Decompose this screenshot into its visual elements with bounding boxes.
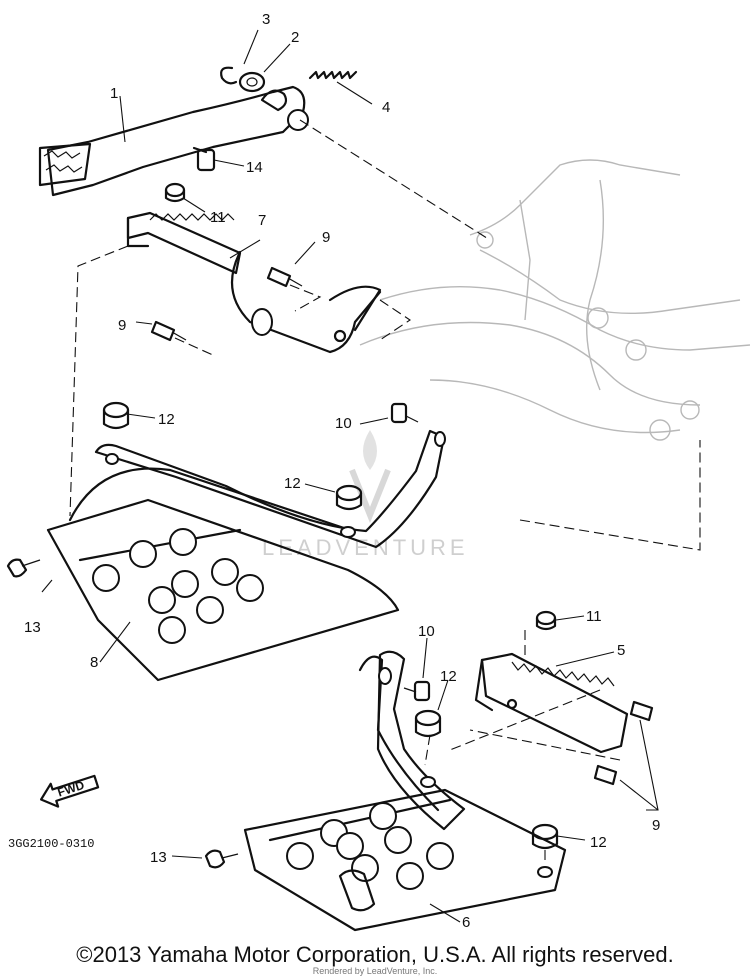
rubber-stopper-upper <box>164 182 186 203</box>
callout-leaders <box>41 29 659 923</box>
guard-bolt-left <box>6 558 41 578</box>
guard-bolt-upper <box>390 402 419 424</box>
callout-11-lower: 11 <box>586 608 602 625</box>
guard-bolt-lower <box>403 680 431 702</box>
footrest-bolts-lower <box>593 700 654 786</box>
callout-12-middle: 12 <box>284 475 301 492</box>
callout-9-upper: 9 <box>322 229 330 246</box>
right-footrest <box>126 211 382 354</box>
callout-6: 6 <box>462 914 470 931</box>
guard-bolt-lower-left <box>204 849 239 869</box>
rubber-stopper-lower <box>535 610 557 631</box>
diagram-code: 3GG2100-0310 <box>8 837 94 851</box>
left-foot-guard <box>243 650 567 932</box>
grommet-middle <box>335 484 363 511</box>
left-footrest <box>474 652 629 754</box>
rendered-by-notice: Rendered by LeadVenture, Inc. <box>312 966 438 976</box>
watermark-text: LEADVENTURE <box>262 535 469 560</box>
callout-12-bottom: 12 <box>590 834 607 851</box>
callout-7: 7 <box>258 212 266 229</box>
callout-9-middle: 9 <box>118 317 126 334</box>
callout-8: 8 <box>90 654 98 671</box>
frame-outline <box>359 159 750 441</box>
copyright-notice: ©2013 Yamaha Motor Corporation, U.S.A. A… <box>76 942 674 967</box>
callout-14: 14 <box>246 159 263 176</box>
callout-12-lower: 12 <box>440 668 457 685</box>
right-foot-guard <box>46 429 446 682</box>
callout-4: 4 <box>382 99 390 116</box>
callout-numbers: 3 2 4 1 14 11 7 9 9 12 10 12 13 8 11 5 1… <box>24 11 660 931</box>
callout-12-upper: 12 <box>158 411 175 428</box>
reference-lines <box>69 119 701 860</box>
callout-5: 5 <box>617 642 625 659</box>
callout-3: 3 <box>262 11 270 28</box>
forward-arrow: FWD <box>39 774 100 808</box>
callout-13-lower: 13 <box>150 849 167 866</box>
return-spring <box>308 70 358 80</box>
grommets-lower <box>414 709 559 850</box>
grommet-upper <box>102 401 130 430</box>
callout-10-lower: 10 <box>418 623 435 640</box>
callout-11-upper: 11 <box>210 209 226 226</box>
callout-1: 1 <box>110 85 118 102</box>
callout-13-upper: 13 <box>24 619 41 636</box>
washer-and-clip <box>220 66 266 93</box>
watermark-logo: LEADVENTURE <box>262 430 469 560</box>
callout-9-lower: 9 <box>652 817 660 834</box>
footrest-bolts-upper <box>150 266 303 342</box>
callout-2: 2 <box>291 29 299 46</box>
callout-10-upper: 10 <box>335 415 352 432</box>
brake-pedal <box>38 85 309 197</box>
